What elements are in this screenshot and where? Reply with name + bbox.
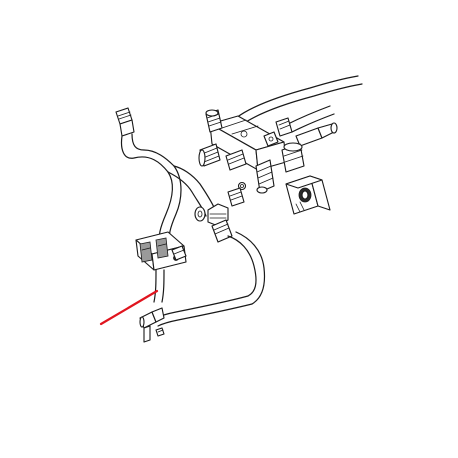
- right-short-pipe-fitting: [295, 122, 338, 147]
- right-long-hose: [155, 231, 266, 327]
- right-upper-hose: [275, 105, 335, 137]
- y-connector: [139, 307, 165, 343]
- solenoid-stem: [281, 142, 305, 173]
- distribution-manifold: [209, 115, 287, 171]
- manifold-nut: [263, 131, 279, 147]
- left-vertical-hose: [120, 133, 175, 173]
- small-fittings: [227, 181, 247, 207]
- manifold-right-valve: [255, 159, 275, 194]
- flowmeter: [135, 231, 187, 271]
- banjo-connector: [194, 206, 206, 222]
- manifold-top-valve: [205, 109, 223, 133]
- upper-left-fitting: [115, 107, 135, 137]
- solenoid-coil: [285, 175, 331, 215]
- flowmeter-outlet-hose: [153, 269, 165, 303]
- top-right-hose: [235, 75, 363, 127]
- callout-pointer: [99, 289, 159, 326]
- manifold-left-fitting: [198, 143, 221, 167]
- manifold-lower-fitting: [225, 149, 247, 171]
- bottom-clip: [155, 327, 165, 337]
- hex-nut-fitting: [207, 203, 233, 243]
